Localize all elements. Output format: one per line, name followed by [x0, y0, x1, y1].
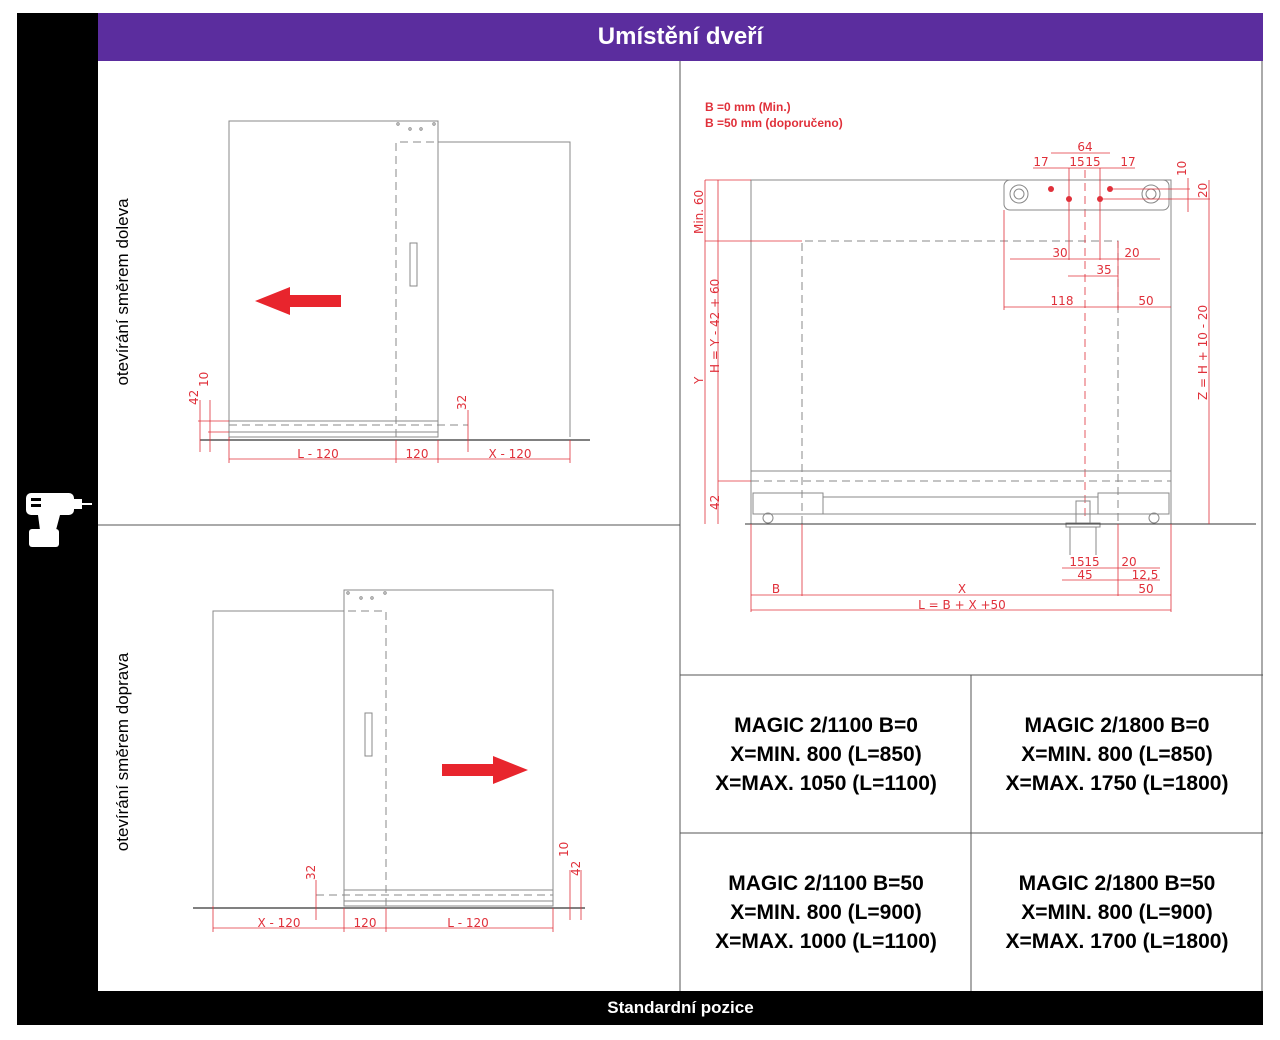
spec-model: MAGIC 2/1100 B=0 [734, 714, 918, 737]
dim-label: Min. 60 [692, 190, 706, 234]
dim-label: 12,5 [1132, 568, 1159, 582]
spec-min: X=MIN. 800 (L=850) [1021, 743, 1213, 766]
dim-label: 32 [304, 865, 318, 880]
spec-min: X=MIN. 800 (L=900) [730, 901, 922, 924]
dim-label: 42 [708, 495, 722, 510]
dim-label: 30 [1052, 246, 1067, 260]
dim-label: 20 [1196, 183, 1210, 198]
dim-label: 50 [1138, 582, 1153, 596]
dim-label: 15 [1084, 555, 1099, 569]
diagram-open-right: X - 120 120 L - 120 32 10 42 [193, 589, 585, 932]
spec-model: MAGIC 2/1800 B=0 [1024, 714, 1210, 737]
dim-label: 15 [1069, 155, 1084, 169]
dim-label: 17 [1033, 155, 1048, 169]
dim-label: 32 [455, 395, 469, 410]
dim-label: 42 [187, 390, 201, 405]
spec-min: X=MIN. 800 (L=850) [730, 743, 922, 766]
dim-label: L - 120 [447, 916, 489, 930]
spec-max: X=MAX. 1700 (L=1800) [1005, 930, 1229, 953]
spec-max: X=MAX. 1000 (L=1100) [715, 930, 937, 953]
dim-label: X - 120 [488, 447, 531, 461]
dim-label: 10 [557, 842, 571, 857]
dim-label: 45 [1077, 568, 1092, 582]
arrow-right-icon [442, 756, 528, 784]
spec-model: MAGIC 2/1100 B=50 [728, 872, 924, 895]
spec-model: MAGIC 2/1800 B=50 [1018, 872, 1216, 895]
spec-max: X=MAX. 1750 (L=1800) [1005, 772, 1229, 795]
dim-label: 120 [406, 447, 429, 461]
dim-label: 118 [1051, 294, 1074, 308]
dim-label: B [772, 582, 780, 596]
dim-label: 64 [1077, 140, 1092, 154]
dim-label: 20 [1121, 555, 1136, 569]
page-title: Umístění dveří [98, 13, 1263, 61]
dim-label: 35 [1096, 263, 1111, 277]
dim-label: L - 120 [297, 447, 339, 461]
note-recommended: B =50 mm (doporučeno) [705, 116, 843, 130]
dim-label: 42 [569, 861, 583, 876]
dim-label: 120 [354, 916, 377, 930]
spec-max: X=MAX. 1050 (L=1100) [715, 772, 937, 795]
diagram-rail-detail: B =0 mm (Min.) B =50 mm (doporučeno) [692, 100, 1256, 612]
note-min: B =0 mm (Min.) [705, 100, 791, 114]
dim-label: X [958, 582, 966, 596]
dim-label: 17 [1120, 155, 1135, 169]
dim-label: 10 [1175, 161, 1189, 176]
drill-icon [26, 493, 92, 547]
spec-min: X=MIN. 800 (L=900) [1021, 901, 1213, 924]
dim-label: X - 120 [257, 916, 300, 930]
dim-label: H = Y - 42 + 60 [708, 279, 722, 373]
dim-label: 50 [1138, 294, 1153, 308]
dim-label: Z = H + 10 - 20 [1196, 305, 1210, 400]
footer-label: Standardní pozice [98, 991, 1263, 1025]
diagram-open-left: L - 120 120 X - 120 42 10 32 [187, 120, 590, 463]
dim-label: 15 [1085, 155, 1100, 169]
dim-label: 10 [197, 372, 211, 387]
arrow-left-icon [255, 287, 341, 315]
dim-label: L = B + X +50 [918, 598, 1006, 612]
dim-label: 15 [1069, 555, 1084, 569]
dim-label: Y [692, 376, 706, 385]
dim-label: 20 [1124, 246, 1139, 260]
